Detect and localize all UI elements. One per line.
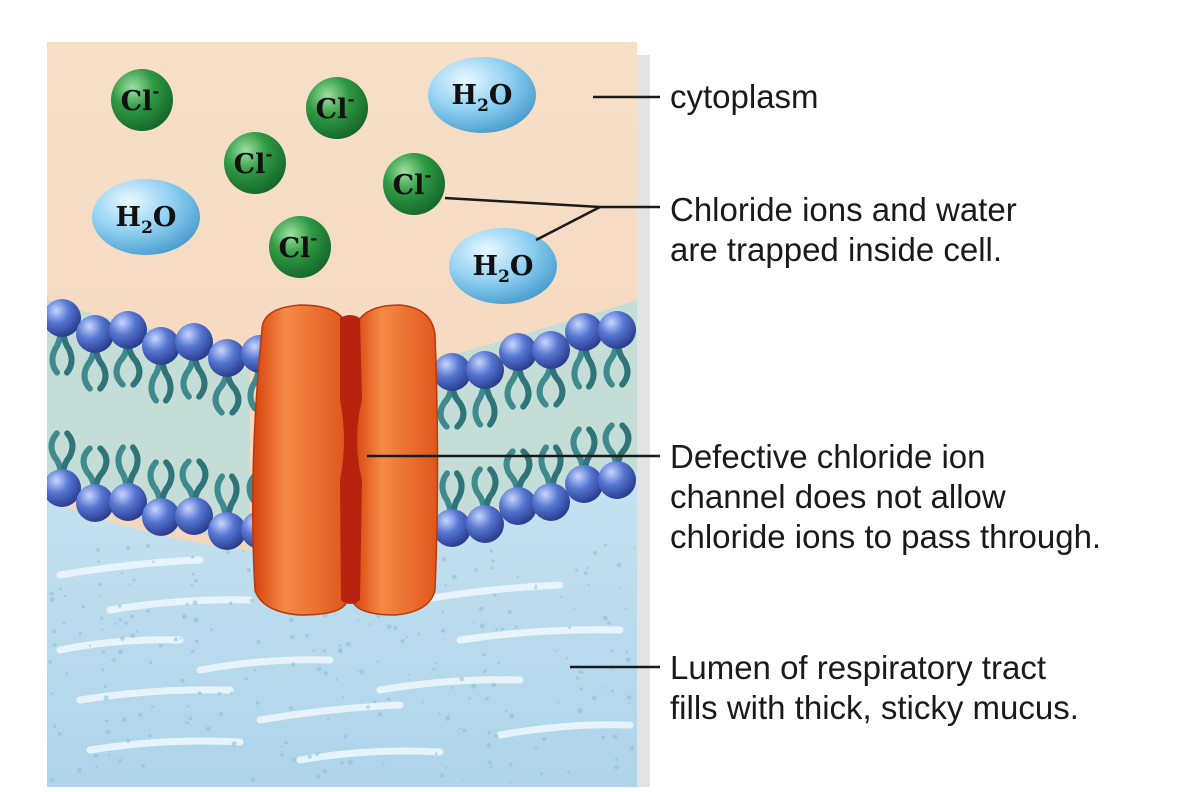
phospholipid <box>47 430 81 507</box>
phospholipid <box>532 444 570 521</box>
label-cytoplasm-text: cytoplasm <box>670 78 819 115</box>
phospholipid <box>142 327 180 404</box>
phospholipid <box>433 470 471 547</box>
phospholipid <box>598 311 636 388</box>
phospholipid <box>208 473 246 550</box>
label-cytoplasm: cytoplasm <box>670 77 819 117</box>
chloride-ion: Cl- <box>383 153 445 215</box>
phospholipid <box>142 459 180 536</box>
phospholipid <box>76 315 114 392</box>
water-molecule: H2O <box>449 228 557 304</box>
phospholipid <box>47 299 81 376</box>
chloride-channel <box>251 304 439 616</box>
chloride-ion: Cl- <box>224 132 286 194</box>
phospholipid <box>466 466 504 543</box>
svg-text:H2O: H2O <box>452 80 513 116</box>
phospholipid <box>76 445 114 522</box>
phospholipid <box>565 426 603 503</box>
leader-water <box>535 205 601 242</box>
mucus-texture <box>48 543 636 785</box>
svg-text:H2O: H2O <box>473 251 534 287</box>
phospholipid <box>499 333 537 410</box>
leader-lines <box>367 95 660 669</box>
label-channel: Defective chloride ion channel does not … <box>670 437 1101 557</box>
phospholipid <box>598 422 636 499</box>
phospholipid <box>532 331 570 408</box>
channel-protein-right <box>351 304 439 616</box>
phospholipid <box>499 448 537 525</box>
svg-text:H2O: H2O <box>116 202 177 238</box>
label-trapped-line1: Chloride ions and water <box>670 191 1017 228</box>
channel-protein-left <box>251 304 348 616</box>
water-molecule: H2O <box>92 179 200 255</box>
label-trapped-line2: are trapped inside cell. <box>670 231 1003 268</box>
label-channel-line3: chloride ions to pass through. <box>670 518 1102 555</box>
lumen-region <box>47 470 637 787</box>
label-lumen: Lumen of respiratory tract fills with th… <box>670 648 1079 728</box>
phospholipid <box>109 444 147 521</box>
phospholipid <box>175 323 213 400</box>
phospholipid <box>466 351 504 428</box>
phospholipid <box>565 313 603 390</box>
label-lumen-line2: fills with thick, sticky mucus. <box>670 689 1079 726</box>
phospholipid <box>208 339 246 416</box>
phospholipid <box>109 311 147 388</box>
channel-pore <box>340 315 362 604</box>
label-channel-line2: channel does not allow <box>670 478 1006 515</box>
chloride-ion: Cl- <box>306 77 368 139</box>
label-channel-line1: Defective chloride ion <box>670 438 986 475</box>
phospholipid <box>433 353 471 430</box>
water-molecule: H2O <box>428 57 536 133</box>
label-lumen-line1: Lumen of respiratory tract <box>670 649 1046 686</box>
label-trapped: Chloride ions and water are trapped insi… <box>670 190 1017 270</box>
chloride-ion: Cl- <box>111 69 173 131</box>
phospholipid <box>175 458 213 535</box>
chloride-ion: Cl- <box>269 216 331 278</box>
